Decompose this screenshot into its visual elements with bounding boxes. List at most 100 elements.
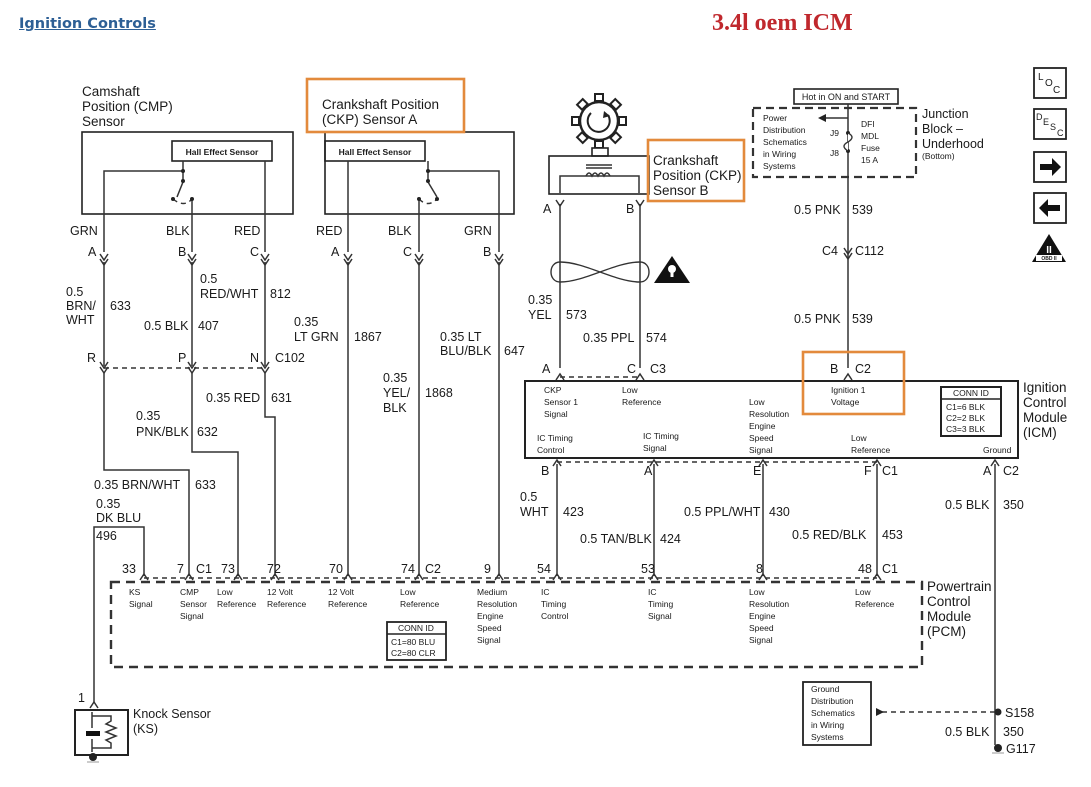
jb-name2: Block – xyxy=(922,122,963,136)
ckpa-wire-color-c: BLK xyxy=(388,224,412,238)
icm-t1-l1: Reference xyxy=(622,397,661,407)
icm-pin-a: A xyxy=(542,362,551,376)
ks-label-2: (KS) xyxy=(133,722,158,736)
w496-color: DK BLU xyxy=(96,511,141,525)
icm-name1: Ignition xyxy=(1023,380,1067,395)
cmp-hall-box xyxy=(171,140,273,162)
w1868-gauge: 0.35 xyxy=(383,371,407,385)
ckp-a-label-1: Crankshaft Position xyxy=(322,97,439,112)
pcm-pin-73: 73 xyxy=(221,562,235,576)
icm-b2-l1: Reference xyxy=(851,445,890,455)
ignition-control-module: A C C3 B C2 CKP Sensor 1 Signal Low Refe… xyxy=(524,350,1067,478)
pd-line2: Distribution xyxy=(763,125,806,135)
fuse-line3: Fuse xyxy=(861,143,880,153)
icm-name2: Control xyxy=(1023,395,1067,410)
pcm-pin-53: 53 xyxy=(641,562,655,576)
gd-line4: in Wiring xyxy=(811,720,844,730)
w423-circuit: 423 xyxy=(563,505,584,519)
fuse-line1: DFI xyxy=(861,119,875,129)
w633a-gauge: 0.5 xyxy=(66,285,83,299)
w632-gauge: 0.35 xyxy=(136,409,160,423)
pcm-pin-label: Low xyxy=(749,587,765,597)
pd-line1: Power xyxy=(763,113,787,123)
obd2-icon[interactable]: OBD II II xyxy=(1032,234,1066,262)
icm-t0-l2: Signal xyxy=(544,409,568,419)
warning-icon xyxy=(654,256,690,283)
gd-line3: Schematics xyxy=(811,708,855,718)
page-title-link[interactable]: Ignition Controls xyxy=(19,16,156,32)
cmp-pin-c: C xyxy=(250,245,259,259)
w350a-label: 0.5 BLK xyxy=(945,498,990,512)
icm-pin-c: C xyxy=(627,362,636,376)
pcm-pin-label: Reference xyxy=(217,599,256,609)
icm-name4: (ICM) xyxy=(1023,425,1057,440)
w812-circuit: 812 xyxy=(270,287,291,301)
c102-pin-r: R xyxy=(87,351,96,365)
w350b-circuit: 350 xyxy=(1003,725,1024,739)
cmp-pin-b: B xyxy=(178,245,186,259)
arrow-left-icon[interactable] xyxy=(1033,192,1067,224)
w423-color: WHT xyxy=(520,505,549,519)
svg-text:S: S xyxy=(1050,122,1056,132)
icm-bot-c1: C1 xyxy=(882,464,898,478)
w407-circuit: 407 xyxy=(198,319,219,333)
icm-pin-b: B xyxy=(830,362,838,376)
c102-label: C102 xyxy=(275,351,305,365)
ckp-b-sensor: Crankshaft Position (CKP) Sensor B A B 0… xyxy=(528,93,746,368)
svg-text:O: O xyxy=(1045,78,1053,89)
pcm-conn-c1: C1=80 BLU xyxy=(391,637,435,647)
w407-label: 0.5 BLK xyxy=(144,319,189,333)
icm-b0-l0: IC Timing xyxy=(537,433,573,443)
icm-bot-pin-f: F xyxy=(864,464,872,478)
fuse-line2: MDL xyxy=(861,131,879,141)
w812-gauge: 0.5 xyxy=(200,272,217,286)
gd-line2: Distribution xyxy=(811,696,854,706)
pcm-pin-label: KS xyxy=(129,587,141,597)
arrow-right-icon[interactable] xyxy=(1033,151,1067,183)
ckp-a-hall-box xyxy=(324,140,426,162)
ckp-a-hall-label: Hall Effect Sensor xyxy=(339,147,412,157)
w453-label: 0.5 RED/BLK xyxy=(792,528,867,542)
ground-distribution: Ground Distribution Schematics in Wiring… xyxy=(802,681,1036,756)
icm-t1-l0: Low xyxy=(622,385,638,395)
w424-label: 0.5 TAN/BLK xyxy=(580,532,652,546)
ckp-b-pin-a: A xyxy=(543,202,552,216)
w539b-circuit: 539 xyxy=(852,312,873,326)
c112-pin: C4 xyxy=(822,244,838,258)
icm-b2-l0: Low xyxy=(851,433,867,443)
loc-icon[interactable]: LOC xyxy=(1033,67,1067,99)
pcm-pin-7: 7 xyxy=(177,562,184,576)
ckp-b-label-2: Position (CKP) xyxy=(653,168,742,183)
icm-b0-l1: Control xyxy=(537,445,565,455)
cmp-wire-color-c: RED xyxy=(234,224,260,238)
pcm-pin-label: Timing xyxy=(541,599,566,609)
pd-line3: Schematics xyxy=(763,137,807,147)
w539a-label: 0.5 PNK xyxy=(794,203,841,217)
ks-pin: 1 xyxy=(78,691,85,705)
svg-text:E: E xyxy=(1043,117,1049,127)
hot-in-on-start-label: Hot in ON and START xyxy=(802,92,891,102)
pcm-pin-label: Signal xyxy=(749,635,773,645)
cmp-label-2: Position (CMP) xyxy=(82,99,173,114)
w539b-label: 0.5 PNK xyxy=(794,312,841,326)
ground-g117: G117 xyxy=(1006,742,1036,756)
icm-bot-pin-a: A xyxy=(644,464,653,478)
ckp-b-highlight xyxy=(646,138,746,203)
ckp-a-highlight xyxy=(305,77,466,134)
w1867-gauge: 0.35 xyxy=(294,315,318,329)
cmp-pin-a: A xyxy=(88,245,97,259)
annotation-title: 3.4l oem ICM xyxy=(712,10,853,36)
pcm-pin-label: Reference xyxy=(267,599,306,609)
w633b-label: 0.35 BRN/WHT xyxy=(94,478,180,492)
w1868-circuit: 1868 xyxy=(425,386,453,400)
pcm-c1-right: C1 xyxy=(882,562,898,576)
svg-text:D: D xyxy=(1036,112,1043,122)
pcm-pin-label: Reference xyxy=(855,599,894,609)
icm-bot-c2: C2 xyxy=(1003,464,1019,478)
w633b-circuit: 633 xyxy=(195,478,216,492)
cmp-sensor-box xyxy=(81,131,294,215)
pcm-pin-label: Sensor xyxy=(180,599,207,609)
pcm-pin-label: Signal xyxy=(180,611,204,621)
pcm-pin-label: Timing xyxy=(648,599,673,609)
